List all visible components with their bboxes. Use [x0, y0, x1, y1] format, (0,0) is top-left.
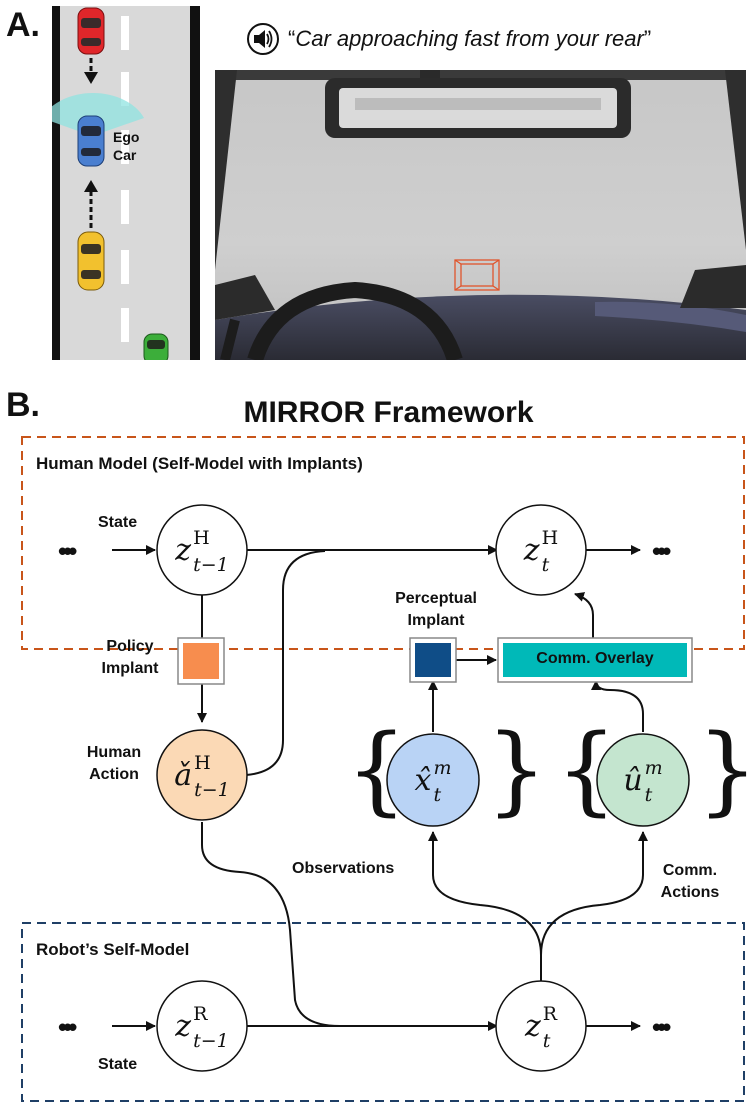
- ellipsis-top-left: •••: [58, 536, 77, 566]
- ego-label-1: Ego: [113, 129, 139, 145]
- speech-open-quote: “: [288, 26, 296, 51]
- comm-actions-label-2: Actions: [660, 884, 720, 901]
- speech-caption: “Car approaching fast from your rear”: [246, 22, 651, 56]
- human-action-label: Human Action: [74, 742, 154, 786]
- comm-actions-label-1: Comm.: [662, 862, 718, 879]
- comm-brace-open: {: [556, 714, 618, 826]
- observations-label: Observations: [292, 860, 395, 877]
- ellipsis-top-right: •••: [652, 536, 671, 566]
- comm-overlay-bar: [503, 643, 687, 677]
- human-action-label-2: Action: [89, 766, 139, 783]
- yellow-car-icon: [77, 231, 105, 291]
- ego-label-2: Car: [113, 147, 137, 163]
- speaker-icon: [247, 23, 279, 55]
- human-model-box: [21, 436, 745, 650]
- speech-close-quote: ”: [643, 26, 652, 51]
- robot-model-box: [21, 922, 745, 1102]
- policy-implant-label-2: Implant: [101, 660, 159, 677]
- ellipsis-bottom-left: •••: [58, 1012, 77, 1042]
- state-label-top: State: [98, 514, 138, 531]
- node-zh-prev-circle: [156, 504, 248, 596]
- node-zh-t-circle: [495, 504, 587, 596]
- human-model-title: Human Model (Self-Model with Implants): [36, 454, 363, 473]
- perceptual-implant-label-1: Perceptual: [395, 590, 477, 607]
- node-comm-action-circle: [596, 733, 690, 827]
- panel-b-letter: B.: [6, 386, 40, 424]
- policy-implant-label-1: Policy: [106, 638, 154, 655]
- ellipsis-bottom-right: •••: [652, 1012, 671, 1042]
- sensor-cone: [52, 92, 144, 136]
- policy-implant-square: [183, 643, 219, 679]
- comm-brace-close: }: [697, 722, 747, 818]
- perceptual-implant-label-2: Implant: [407, 612, 465, 629]
- steering-wheel: [220, 281, 463, 360]
- perceptual-implant-label: Perceptual Implant: [376, 588, 496, 632]
- red-car-icon: [77, 7, 105, 55]
- node-action-circle: [156, 729, 248, 821]
- observation-brace-close: }: [486, 714, 548, 826]
- lane-markings: [121, 16, 129, 342]
- green-car-icon: [143, 333, 169, 360]
- framework-title: MIRROR Framework: [243, 396, 534, 429]
- panel-a-letter: A.: [6, 6, 40, 44]
- robot-model-title: Robot’s Self-Model: [36, 940, 190, 959]
- node-zr-prev-circle: [156, 980, 248, 1072]
- policy-implant-label: Policy Implant: [90, 636, 170, 680]
- state-label-bottom: State: [98, 1056, 138, 1073]
- road-diagram: Ego Car: [52, 6, 200, 360]
- observation-brace-open: {: [346, 714, 408, 826]
- rearview-mirror: [325, 70, 631, 138]
- speech-text: Car approaching fast from your rear: [295, 26, 644, 51]
- perceptual-implant-square: [415, 643, 451, 677]
- human-action-label-1: Human: [86, 744, 142, 761]
- detected-car-marker: [454, 259, 500, 291]
- node-zr-t-circle: [495, 980, 587, 1072]
- comm-overlay-label: Comm. Overlay: [536, 650, 654, 667]
- driver-view-image: [215, 70, 746, 360]
- node-observation-circle: [386, 733, 480, 827]
- ego-car-icon: [77, 115, 105, 167]
- comm-actions-label: Comm. Actions: [650, 860, 730, 904]
